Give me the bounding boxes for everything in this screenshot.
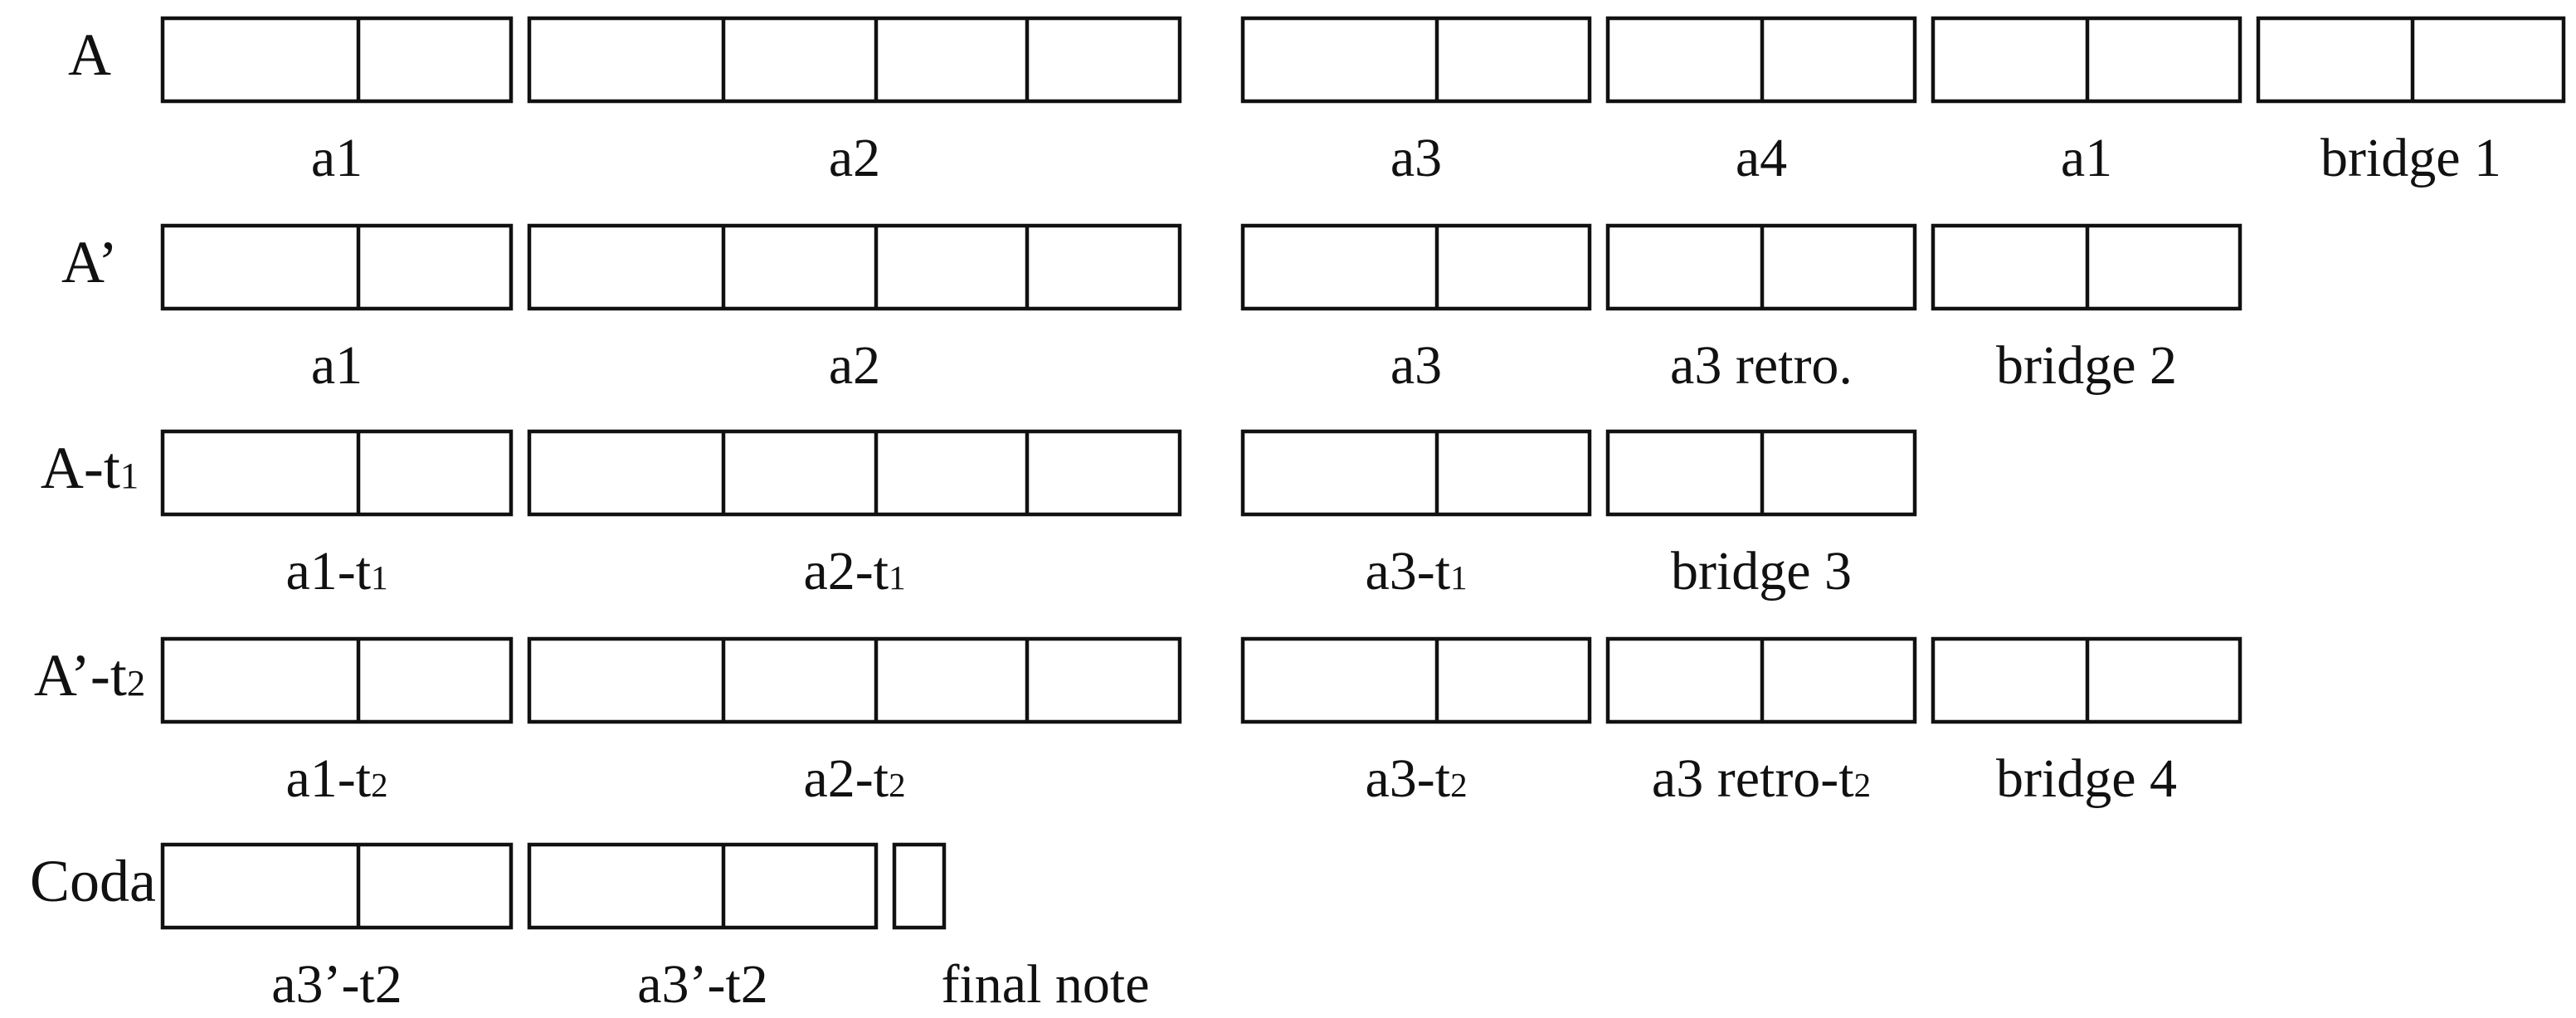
segment-box (1240, 429, 1592, 517)
form-row: A’ a1 a2 a3 a3 retro. bridge 2 (61, 223, 2242, 396)
segment-label: bridge 2 (1996, 335, 2177, 396)
segment-box (160, 636, 514, 724)
segment-label: a1-t2 (285, 748, 387, 809)
segment-label: a2-t2 (803, 748, 905, 809)
segment-label: a1 (311, 335, 363, 396)
row-label: A’ (61, 229, 118, 295)
segment-box (160, 429, 514, 517)
segment-box (892, 842, 947, 930)
row-label: A-t1 (41, 435, 139, 501)
segment-box (527, 16, 1182, 104)
segment-box (1240, 16, 1592, 104)
segment-label: a2 (829, 128, 880, 188)
segment-label: a3’-t2 (271, 954, 402, 1015)
row-label: A’-t2 (34, 642, 145, 709)
segment-box (1240, 223, 1592, 311)
segment-box (527, 429, 1182, 517)
segment-label: a3 retro-t2 (1652, 748, 1871, 809)
segment-box (160, 16, 514, 104)
segment-label: a3 (1390, 335, 1442, 396)
segment-box (1240, 636, 1592, 724)
segment-label: a3-t1 (1365, 541, 1467, 602)
segment-label: a4 (1736, 128, 1787, 188)
segment-label: a3-t2 (1365, 748, 1467, 809)
segment-label: a3 retro. (1670, 335, 1853, 396)
row-label: A (68, 22, 111, 88)
segment-box (527, 842, 879, 930)
segment-label: bridge 4 (1996, 748, 2177, 809)
segment-label: final note (941, 954, 1149, 1015)
segment-box (160, 223, 514, 311)
segment-label: bridge 3 (1671, 541, 1852, 602)
segment-label: a2-t1 (803, 541, 905, 602)
segment-box (527, 223, 1182, 311)
row-label: Coda (30, 848, 156, 914)
segment-box (527, 636, 1182, 724)
form-row: A-t1 a1-t1 a2-t1 a3-t1 bridge 3 (41, 429, 1917, 602)
segment-box (160, 842, 514, 930)
segment-label: bridge 1 (2320, 128, 2501, 188)
form-row: A’-t2 a1-t2 a2-t2 a3-t2 a3 retro-t2 bridge 4 (34, 636, 2242, 809)
segment-label: a1 (2061, 128, 2112, 188)
segment-label: a1-t1 (285, 541, 387, 602)
segment-label: a1 (311, 128, 363, 188)
segment-label: a3’-t2 (637, 954, 768, 1015)
segment-label: a3 (1390, 128, 1442, 188)
form-row: Aa1 a2 a3 a4 a1 bridge 1 (68, 16, 2566, 188)
form-row: Coda a3’-t2 a3’-t2 final note (30, 842, 1150, 1015)
segment-label: a2 (829, 335, 880, 396)
